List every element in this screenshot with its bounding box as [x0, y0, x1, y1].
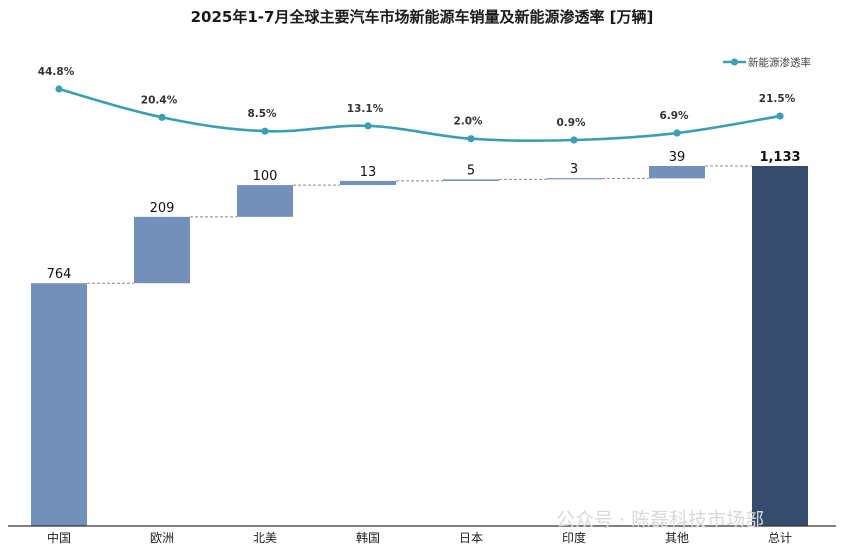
legend-label: 新能源渗透率 [748, 56, 811, 69]
bar-total [752, 166, 808, 526]
bar-value-label: 13 [360, 165, 377, 180]
penetration-point [158, 113, 166, 121]
bar-韩国 [340, 180, 396, 186]
penetration-value-label: 21.5% [759, 93, 796, 105]
penetration-point [570, 136, 578, 144]
category-label: 北美 [253, 531, 277, 545]
bar-value-label: 209 [150, 201, 175, 216]
bar-value-label: 100 [253, 169, 278, 184]
penetration-value-label: 44.8% [38, 66, 75, 78]
bar-北美 [237, 185, 293, 217]
bar-value-label: 764 [47, 267, 72, 282]
penetration-point [364, 122, 372, 130]
bar-value-label: 5 [467, 163, 475, 178]
penetration-value-label: 0.9% [556, 117, 586, 129]
bar-欧洲 [134, 216, 190, 284]
penetration-point [467, 135, 475, 143]
penetration-value-label: 13.1% [347, 103, 384, 115]
category-label: 总计 [768, 531, 792, 545]
category-label: 欧洲 [150, 531, 174, 545]
penetration-point [776, 112, 784, 120]
bar-labels: 764 209 100 13 5 3 39 1,133 [47, 150, 801, 282]
penetration-value-label: 2.0% [453, 116, 483, 128]
category-label: 韩国 [356, 530, 380, 545]
bars [31, 166, 808, 526]
bar-value-label: 3 [570, 162, 578, 177]
category-label: 其他 [665, 531, 689, 545]
penetration-line-series [55, 85, 784, 144]
penetration-point [261, 127, 269, 135]
chart-title: 2025年1-7月全球主要汽车市场新能源车销量及新能源渗透率 [万辆] [190, 8, 654, 26]
bar-value-label: 1,133 [759, 150, 800, 165]
penetration-labels: 44.8% 20.4% 8.5% 13.1% 2.0% 0.9% 6.9% 21.5% [38, 66, 796, 129]
penetration-point [673, 129, 681, 137]
legend: 新能源渗透率 [723, 56, 811, 69]
category-label: 印度 [562, 530, 586, 545]
connector-lines [87, 165, 752, 284]
category-label: 日本 [459, 531, 483, 545]
penetration-line [58, 87, 781, 143]
penetration-point [55, 85, 63, 93]
bar-value-label: 39 [669, 150, 686, 165]
watermark: 公众号 · 陈磊科技市场部 [556, 509, 764, 531]
category-labels: 中国 欧洲 北美 韩国 日本 印度 其他 总计 [47, 530, 792, 545]
bar-日本 [443, 179, 499, 181]
category-label: 中国 [47, 530, 71, 545]
legend-marker-icon [731, 58, 738, 66]
bar-印度 [546, 178, 602, 180]
penetration-value-label: 6.9% [659, 110, 689, 122]
penetration-value-label: 20.4% [141, 94, 178, 106]
bar-其他 [649, 166, 705, 179]
bar-中国 [31, 283, 87, 526]
penetration-value-label: 8.5% [247, 108, 277, 120]
